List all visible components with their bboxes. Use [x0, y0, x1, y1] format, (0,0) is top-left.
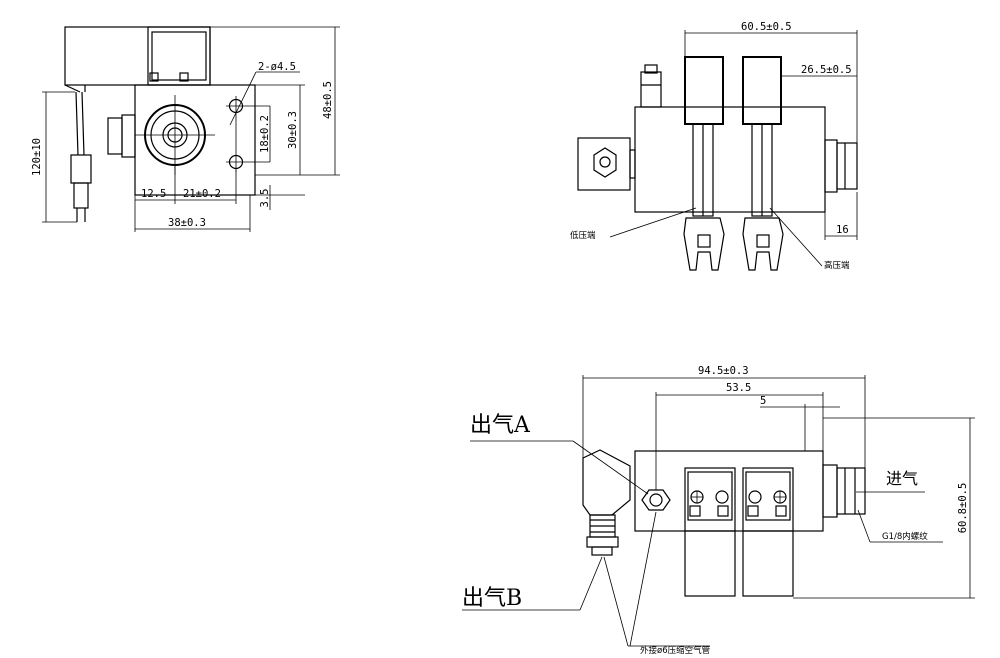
label-outlet-b: 出气B: [462, 586, 522, 611]
dim-hole-dia: 2-ø4.5: [258, 61, 296, 73]
dim-front-right: 26.5±0.5: [801, 64, 852, 76]
dim-lead-length: 120±10: [31, 138, 43, 176]
dim-hole-spacing: 18±0.2: [259, 115, 271, 153]
dim-top-height: 60.8±0.5: [957, 483, 969, 534]
label-tube: 外接ø6压缩空气管: [640, 645, 710, 656]
top-view: 94.5±0.3 53.5 5 60.8±0.5 出气A 出气B 进气 G1/8…: [462, 365, 975, 656]
front-view: 60.5±0.5 26.5±0.5 16 低压端 高压端: [570, 21, 858, 271]
dim-offset: 3.5: [259, 189, 271, 208]
dim-front-width: 60.5±0.5: [741, 21, 792, 33]
dim-top-5: 5: [760, 395, 766, 407]
side-view: 120±10 2-ø4.5 18±0.2 30±0.3 48±0.5 3.5 1…: [31, 26, 340, 232]
dim-mid-offset: 21±0.2: [183, 188, 221, 200]
label-inlet: 进气: [886, 469, 918, 488]
dim-total-height: 48±0.5: [322, 81, 334, 119]
label-low-pressure: 低压端: [570, 230, 596, 241]
dim-body-height: 30±0.3: [287, 111, 299, 149]
dim-left-offset: 12.5: [141, 188, 166, 200]
dim-front-port: 16: [836, 224, 849, 236]
label-outlet-a: 出气A: [470, 413, 531, 438]
label-high-pressure: 高压端: [824, 260, 850, 271]
dim-top-53: 53.5: [726, 382, 751, 394]
dim-top-total: 94.5±0.3: [698, 365, 749, 377]
label-thread: G1/8内螺纹: [882, 531, 928, 542]
dim-body-width: 38±0.3: [168, 217, 206, 229]
